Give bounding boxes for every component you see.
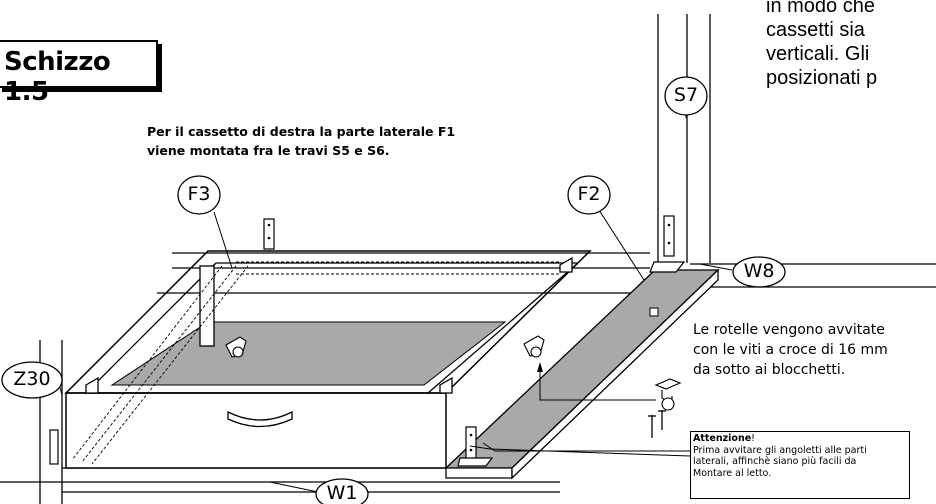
label-bubble-w1 xyxy=(315,478,369,504)
side-board-f2 xyxy=(444,269,720,469)
label-z30: Z30 xyxy=(13,368,51,390)
sketch-title-badge: Schizzo 1.5 xyxy=(0,40,158,107)
side-board-f2-edge xyxy=(445,467,513,479)
angle-bracket-foot xyxy=(457,457,494,467)
side-board-f2-edge xyxy=(511,268,719,480)
right-drawer-note-line1: Per il cassetto di destra la parte later… xyxy=(147,124,456,139)
right-drawer-note: Per il cassetto di destra la parte later… xyxy=(147,122,455,160)
wheel-mounting-note: Le rotelle vengono avvitate con le viti … xyxy=(693,320,888,380)
angle-bracket xyxy=(263,218,275,250)
dashed-rail-f3 xyxy=(71,265,223,461)
drawer-handle xyxy=(227,410,293,428)
angle-bracket-foot xyxy=(649,261,686,273)
warning-leader xyxy=(469,445,691,457)
paragraph-line: in modo che xyxy=(766,0,875,17)
label-f3: F3 xyxy=(187,183,211,205)
label-w8: W8 xyxy=(743,260,775,282)
paragraph-line: cassetti sia xyxy=(766,19,865,41)
right-drawer-note-line2: viene montata fra le travi S5 e S6. xyxy=(147,143,390,158)
angle-bracket xyxy=(49,429,59,465)
caster-icon xyxy=(654,378,682,390)
sketch-title: Schizzo 1.5 xyxy=(4,47,111,107)
label-f2: F2 xyxy=(577,183,601,205)
label-bubble-z30 xyxy=(1,361,63,399)
drawer-bottom-panel xyxy=(110,321,507,386)
caster-arrow-line xyxy=(539,365,656,401)
dashed-rail-f3 xyxy=(91,265,249,465)
warning-line2: laterali, affinchè siano più facili da xyxy=(693,456,857,467)
warning-leader xyxy=(482,442,690,452)
warning-title-line: Attenzione! xyxy=(693,433,909,445)
drawer-side-inner xyxy=(427,262,579,394)
leader-w8 xyxy=(699,263,733,271)
corner-block xyxy=(85,376,99,394)
label-bubble-f3 xyxy=(177,175,221,215)
wheel-note-line3: da sotto ai blocchetti. xyxy=(693,362,846,378)
label-bubble-s7 xyxy=(664,76,708,116)
drawer-side-inner xyxy=(85,262,217,394)
warning-line3: Montare al letto. xyxy=(693,467,772,479)
warning-box: Attenzione! Prima avvitare gli angoletti… xyxy=(690,431,910,499)
warning-title: Attenzione xyxy=(693,433,752,444)
paragraph-line: posizionati p xyxy=(766,67,878,89)
leader-f2 xyxy=(598,209,645,281)
wheel-note-line1: Le rotelle vengono avvitate xyxy=(693,322,885,338)
dashed-rail-f3 xyxy=(81,265,237,463)
board-block xyxy=(649,307,659,317)
caster-arrow-head xyxy=(537,362,543,372)
corner-block xyxy=(559,256,573,273)
corner-block xyxy=(439,376,453,394)
wheel-note-line2: con le viti a croce di 16 mm xyxy=(693,342,888,358)
label-s7: S7 xyxy=(673,84,699,106)
screws xyxy=(648,410,666,438)
angle-bracket xyxy=(663,215,675,257)
caster-wheels xyxy=(225,335,682,411)
instruction-paragraph: in modo che cassetti sia verticali. Gli … xyxy=(766,0,877,90)
drawer-front-panel xyxy=(65,392,447,469)
leader-w1 xyxy=(269,481,319,493)
label-bubble-f2 xyxy=(567,175,611,215)
label-w1: W1 xyxy=(326,482,358,504)
warning-title-suffix: ! xyxy=(751,433,755,444)
leader-f3 xyxy=(213,211,233,269)
label-bubble-w8 xyxy=(732,256,786,288)
left-inner-board xyxy=(199,265,215,347)
paragraph-line: verticali. Gli xyxy=(766,43,870,65)
warning-line1: Prima avvitare gli angoletti alle parti xyxy=(693,444,867,456)
